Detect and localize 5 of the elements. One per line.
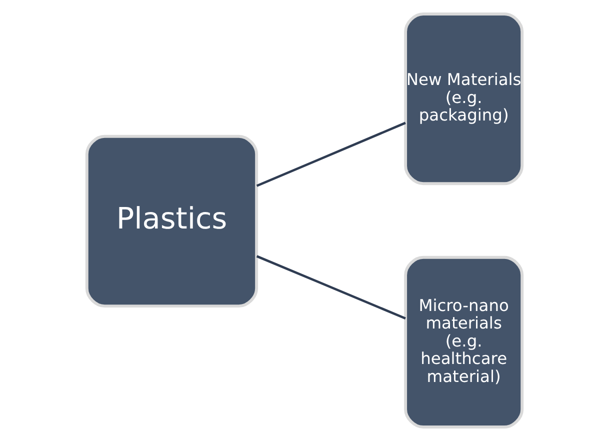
node-box: New Materials (e.g. packaging) [404,12,524,186]
connector [256,122,406,187]
node-box: Micro-nano materials (e.g. healthcare material) [404,256,524,429]
connector [256,255,406,320]
node-box: Plastics [84,134,258,308]
